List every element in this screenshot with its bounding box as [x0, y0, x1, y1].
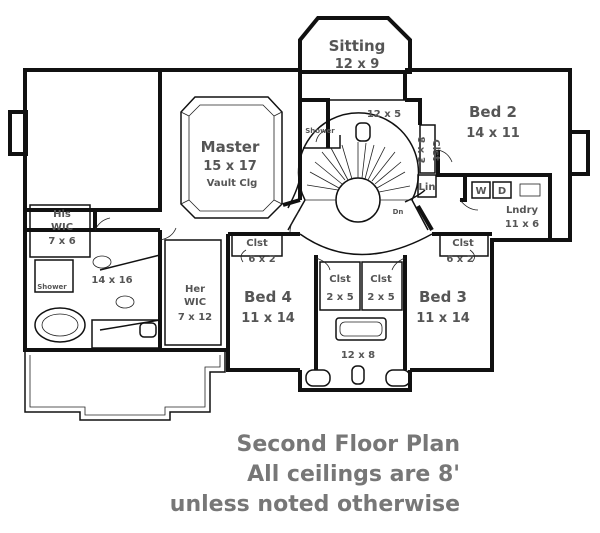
her-wic-label: Her: [185, 284, 205, 295]
shower-top-label: Shower: [305, 127, 335, 135]
laundry-label: Lndry: [506, 205, 539, 216]
hall-closet-right-label: Clst: [370, 274, 392, 285]
right-wall: [550, 174, 572, 242]
bed4-label: Bed 4: [244, 288, 292, 306]
plan-walls: [8, 16, 590, 421]
caption-line-1: Second Floor Plan: [236, 432, 460, 457]
bed4-closet-dims: 6 x 2: [248, 254, 275, 265]
master-label: Master: [201, 138, 260, 156]
bed3-dims: 11 x 14: [416, 311, 470, 326]
open-to-below-area: [23, 68, 162, 212]
bed4-dims: 11 x 14: [241, 311, 295, 326]
sitting-dims: 12 x 9: [335, 57, 380, 72]
laundry-wall: [465, 173, 552, 240]
dryer-label: D: [498, 186, 506, 197]
laundry-dims: 11 x 6: [505, 219, 539, 230]
master-bath-dims: 14 x 16: [91, 275, 132, 286]
stair-down-label: Dn: [393, 208, 404, 216]
bed3-label: Bed 3: [419, 288, 467, 306]
washer-label: W: [475, 186, 486, 197]
bed2-closet-dims: 8 x 3: [415, 136, 426, 163]
linen-label: Lin: [419, 182, 436, 193]
bed4-left-wall: [226, 234, 300, 372]
bed2-label: Bed 2: [469, 103, 517, 121]
hall-closet-left-label: Clst: [329, 274, 351, 285]
vault-ceiling: [180, 96, 283, 219]
bed4-closet-label: Clst: [246, 238, 268, 249]
bed2-closet-label: Clst: [430, 139, 441, 161]
bed2-dims: 14 x 11: [466, 126, 520, 141]
room-labels: Sitting 12 x 9 Master 15 x 17 Vault Clg …: [37, 37, 539, 361]
sitting-label: Sitting: [329, 37, 386, 55]
hall-closet-left-dims: 2 x 5: [326, 292, 353, 303]
bed3-closet-dims: 6 x 2: [446, 254, 473, 265]
caption-line-3: unless noted otherwise: [169, 492, 460, 517]
hall-closet-right-dims: 2 x 5: [367, 292, 394, 303]
left-wall-bump: [8, 110, 28, 156]
master-dims: 15 x 17: [203, 159, 257, 174]
shower-master-label: Shower: [37, 283, 67, 291]
master-ceiling-note: Vault Clg: [207, 178, 258, 189]
his-wic-label: His: [53, 209, 71, 220]
hall-bath-bottom-dims: 12 x 8: [341, 350, 375, 361]
porch-outline: [24, 350, 226, 421]
hall-bath-bottom-wall: [298, 370, 412, 392]
caption-line-2: All ceilings are 8': [247, 462, 460, 487]
his-wic-dims: 7 x 6: [48, 236, 75, 247]
bed3-closet-label: Clst: [452, 238, 474, 249]
right-wall-bump: [568, 130, 590, 176]
his-wic-label-2: WIC: [51, 222, 73, 233]
bed3-right-wall: [410, 238, 550, 372]
door-swings: [94, 129, 479, 271]
her-wic-label-2: WIC: [184, 297, 206, 308]
hall-bath-top-dims: 12 x 5: [367, 109, 401, 120]
her-wic-dims: 7 x 12: [178, 312, 212, 323]
top-wall-right: [405, 68, 572, 132]
bed2-left-wall: [436, 150, 467, 202]
